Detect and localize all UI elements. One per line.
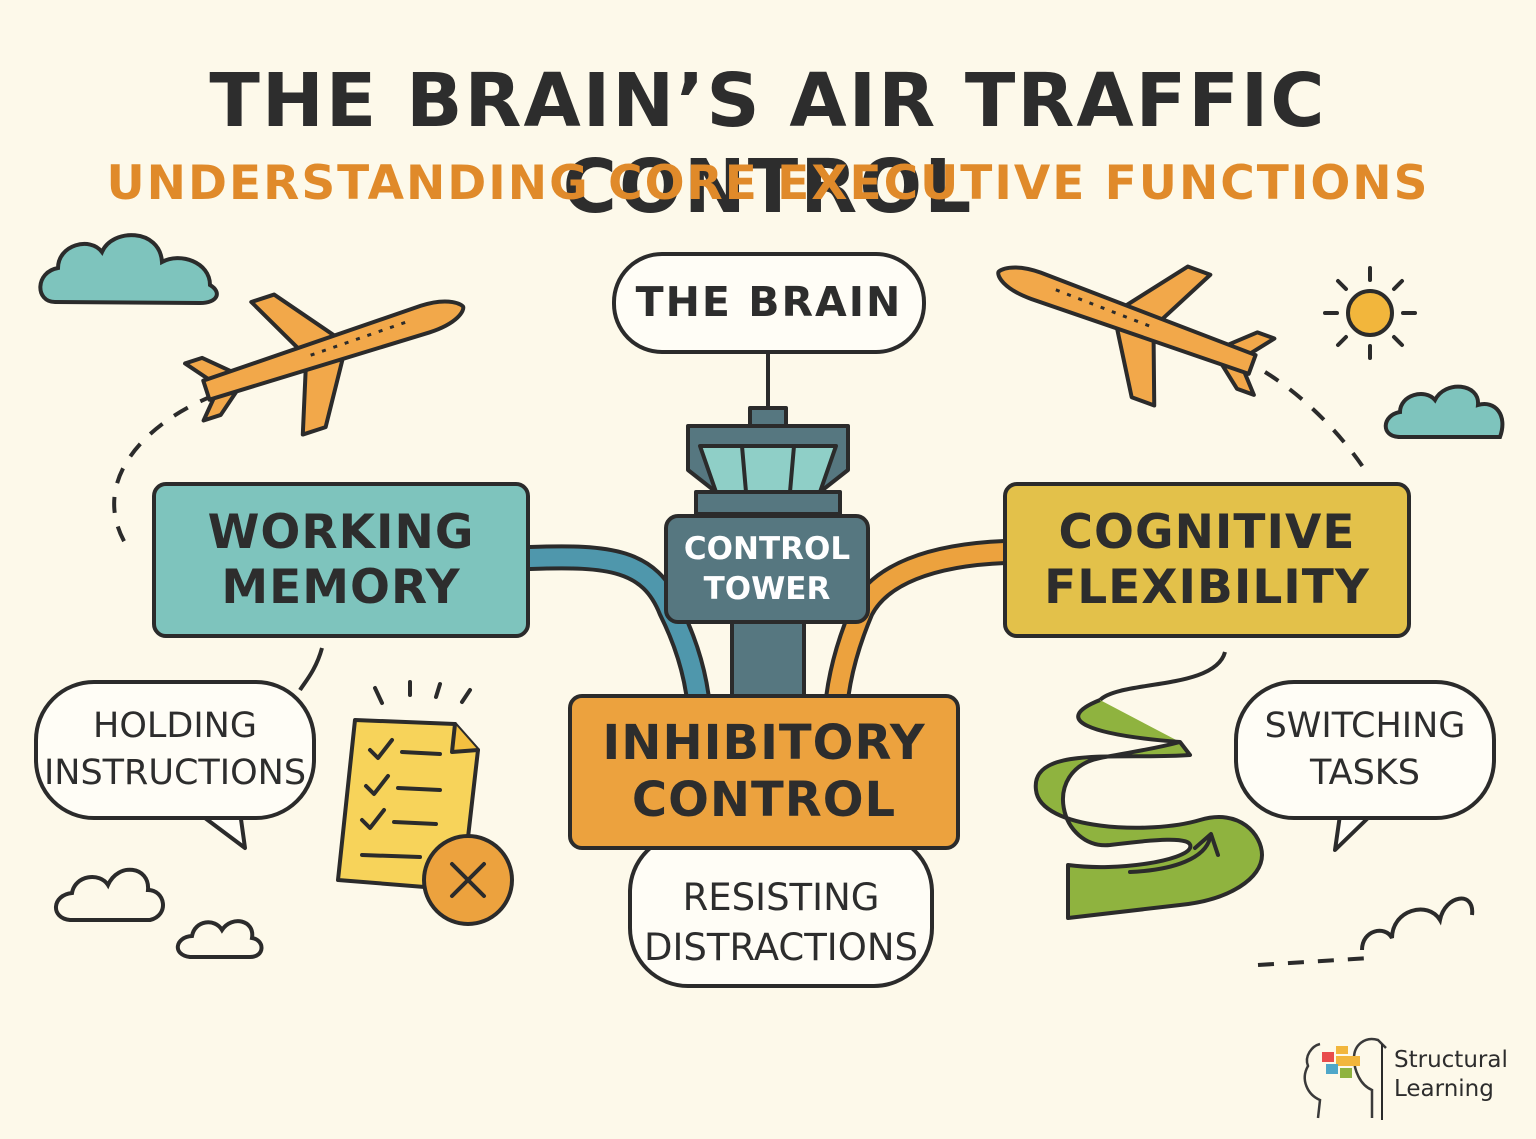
dashed-flight-path-left xyxy=(112,393,216,550)
inhibitory-control-box: INHIBITORY CONTROL xyxy=(568,694,960,850)
working-memory-label: WORKING MEMORY xyxy=(207,504,475,615)
page-subtitle: UNDERSTANDING CORE EXECUTIVE FUNCTIONS xyxy=(106,156,1430,211)
holding-instructions-bubble: HOLDING INSTRUCTIONS xyxy=(34,680,316,820)
cloud-icon xyxy=(1360,896,1475,951)
resisting-distractions-label: RESISTING DISTRACTIONS xyxy=(644,876,918,969)
cognitive-flexibility-label: COGNITIVE FLEXIBILITY xyxy=(1044,504,1370,615)
bubble-tail-switching xyxy=(1333,814,1370,852)
cloud-icon xyxy=(175,919,264,959)
inhibitory-control-label: INHIBITORY CONTROL xyxy=(602,715,926,828)
airplane-icon xyxy=(996,264,1277,408)
connector-line-working-memory xyxy=(298,647,324,692)
cloud-icon xyxy=(38,233,219,306)
brain-bubble: THE BRAIN xyxy=(612,252,926,354)
control-tower-cabin xyxy=(664,514,870,624)
working-memory-box: WORKING MEMORY xyxy=(152,482,530,638)
page-title: THE BRAIN’S AIR TRAFFIC CONTROL xyxy=(209,58,1327,230)
logo-line-2: Learning xyxy=(1394,1075,1494,1102)
resisting-distractions-bubble: RESISTING DISTRACTIONS xyxy=(628,832,934,988)
control-tower-label-box: CONTROL TOWER xyxy=(666,516,868,622)
cancel-x-icon xyxy=(422,834,514,926)
head-logo-icon xyxy=(1303,1037,1387,1120)
logo-line-1: Structural xyxy=(1394,1047,1508,1073)
connector-line-cognitive xyxy=(1098,651,1227,702)
holding-instructions-label: HOLDING INSTRUCTIONS xyxy=(43,705,307,793)
control-tower-icon xyxy=(686,352,850,700)
dashed-flight-path-right xyxy=(1263,370,1367,472)
switching-tasks-label: SWITCHING TASKS xyxy=(1264,705,1466,793)
structural-learning-logo: Structural Learning xyxy=(1394,1046,1524,1104)
switching-tasks-bubble: SWITCHING TASKS xyxy=(1234,680,1496,820)
cloud-icon xyxy=(54,867,165,922)
airplane-icon xyxy=(183,292,466,437)
control-tower-label: CONTROL TOWER xyxy=(683,530,851,607)
brain-label: THE BRAIN xyxy=(635,278,903,327)
winding-road-icon xyxy=(1033,698,1264,920)
sun-icon xyxy=(1323,266,1417,360)
bubble-tail-holding xyxy=(203,811,247,850)
dashed-ground-line xyxy=(1257,956,1371,967)
cloud-icon xyxy=(1383,384,1505,439)
curved-arrow-icon xyxy=(1128,832,1220,874)
cognitive-flexibility-box: COGNITIVE FLEXIBILITY xyxy=(1003,482,1411,638)
